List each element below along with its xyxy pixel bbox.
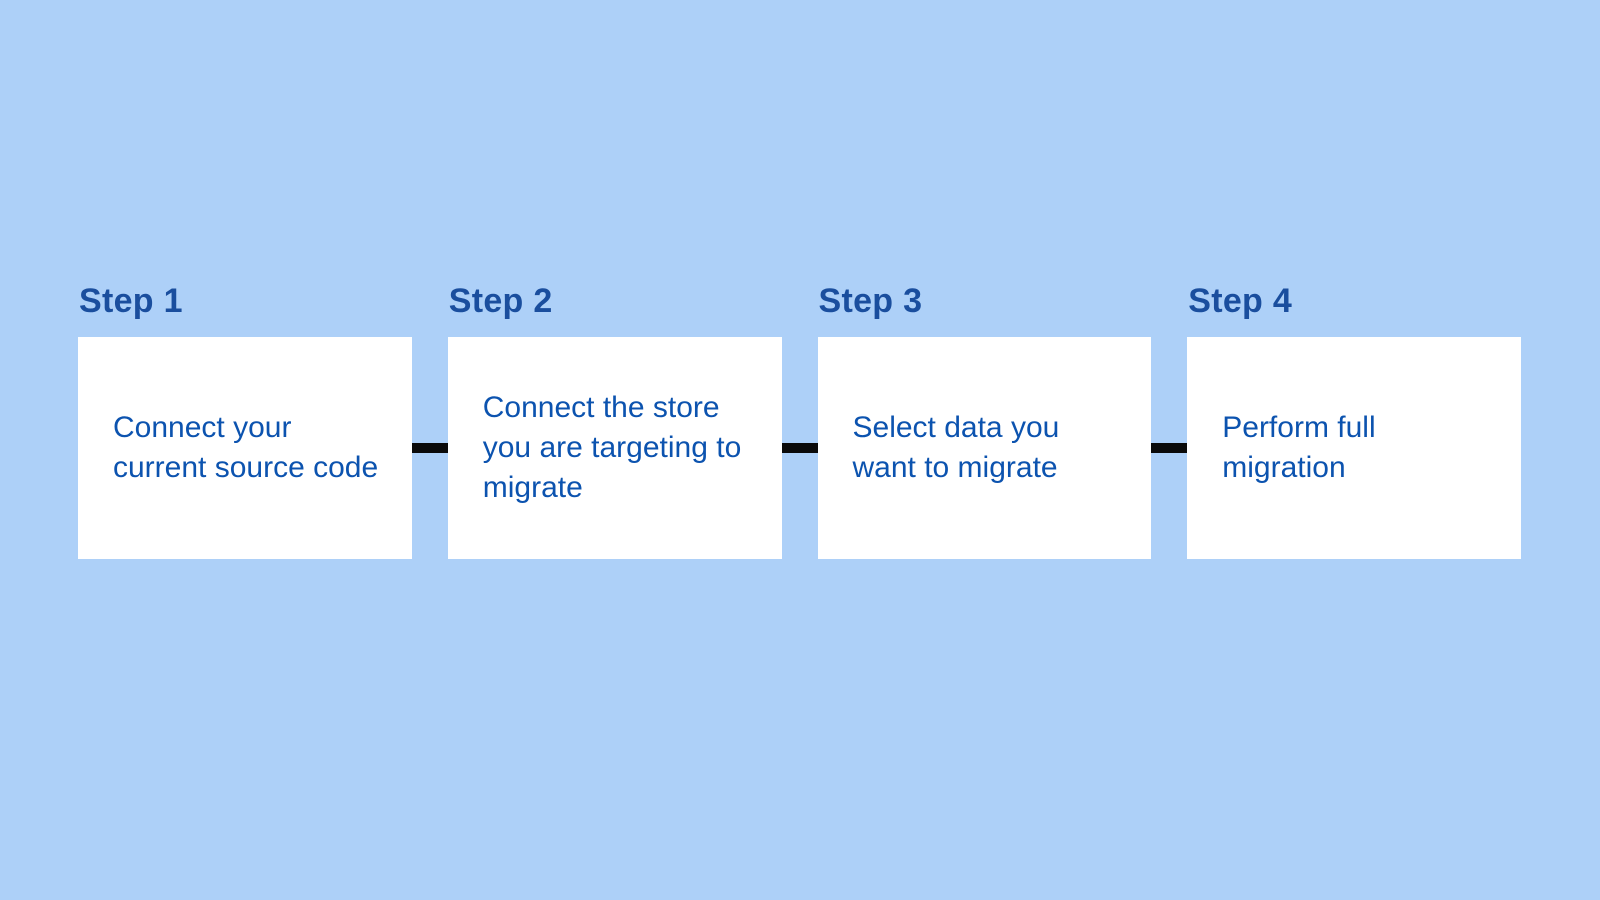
step-label: Step 3 [818, 282, 923, 320]
step-card: Perform full migration [1187, 337, 1521, 559]
step-description: Connect the store you are targeting to m… [482, 391, 742, 504]
step-column-1: Step 1 Connect your current source code [78, 284, 412, 559]
step-label: Step 4 [1188, 282, 1293, 320]
step-label: Step 2 [448, 282, 553, 320]
migration-steps-diagram: Step 1 Connect your current source code … [78, 284, 1521, 559]
step-description: Select data you want to migrate [852, 411, 1060, 484]
step-card: Select data you want to migrate [817, 337, 1152, 559]
step-column-2: Step 2 Connect the store you are targeti… [411, 282, 782, 559]
connector-line [411, 443, 448, 453]
connector-line [781, 443, 818, 453]
step-card: Connect your current source code [78, 337, 412, 559]
step-description: Perform full migration [1222, 411, 1376, 484]
step-description: Connect your current source code [113, 411, 379, 484]
step-column-4: Step 4 Perform full migration [1151, 282, 1521, 559]
connector-line [1151, 443, 1188, 453]
step-label: Step 1 [79, 282, 183, 320]
step-column-3: Step 3 Select data you want to migrate [781, 282, 1152, 559]
step-card: Connect the store you are targeting to m… [447, 337, 782, 559]
